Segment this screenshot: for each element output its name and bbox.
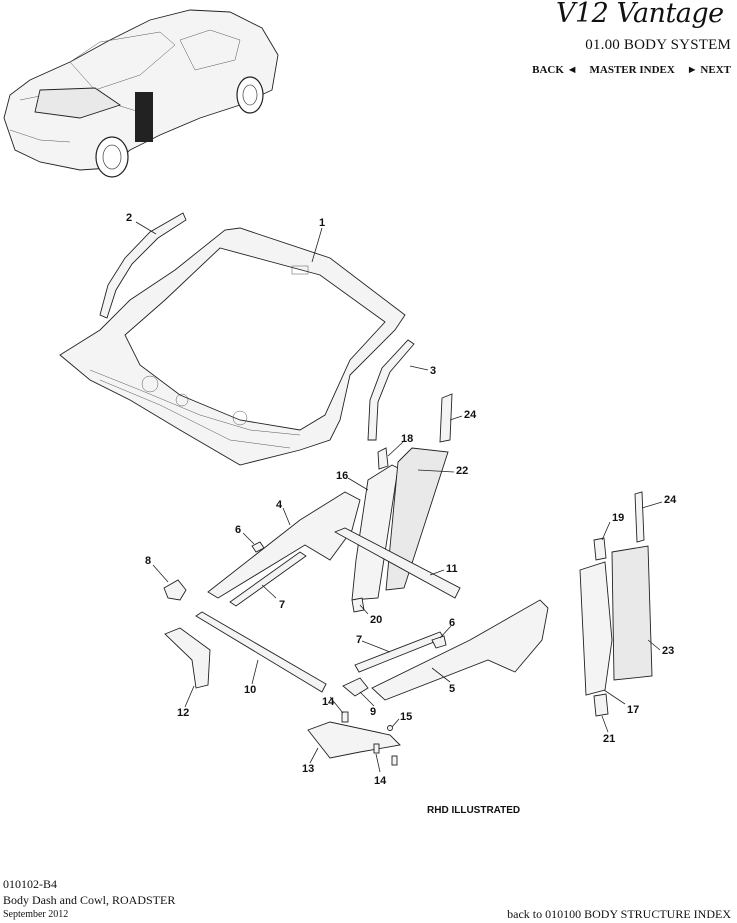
callout-24-top: 24 <box>464 409 477 421</box>
document-date: September 2012 <box>3 909 69 920</box>
document-code: 010102-B4 <box>3 877 57 891</box>
callout-13: 13 <box>302 763 314 775</box>
part-16-pillar-panel[interactable] <box>351 464 399 601</box>
callout-15: 15 <box>400 711 412 723</box>
callout-5: 5 <box>449 683 455 695</box>
part-10-cross-member[interactable] <box>195 611 327 693</box>
part-17-pillar-panel[interactable] <box>579 561 613 696</box>
part-24-tab[interactable] <box>439 393 453 443</box>
callout-2: 2 <box>126 212 132 224</box>
part-14-fastener[interactable] <box>341 711 349 723</box>
callout-9: 9 <box>370 706 376 718</box>
navigation-bar: BACK ◄ MASTER INDEX ► NEXT <box>532 64 731 76</box>
callout-labels: 1 2 3 24 18 16 22 4 6 8 7 11 20 12 10 14… <box>126 212 677 787</box>
part-24-tab-right[interactable] <box>634 491 645 543</box>
next-link[interactable]: ► NEXT <box>686 64 731 76</box>
part-1-cowl-frame[interactable] <box>59 227 406 466</box>
callout-21: 21 <box>603 733 615 745</box>
brand-logo: V12 Vantage <box>556 0 724 29</box>
callout-18: 18 <box>401 433 413 445</box>
callout-14-upper: 14 <box>322 696 335 708</box>
callout-8: 8 <box>145 555 151 567</box>
document-title: Body Dash and Cowl, ROADSTER <box>3 893 176 907</box>
master-index-link[interactable]: MASTER INDEX <box>589 64 675 76</box>
part-14-fastener-lower[interactable] <box>373 743 380 754</box>
part-13-bracket[interactable] <box>307 721 401 759</box>
callout-6-lower: 6 <box>449 617 455 629</box>
part-7-strip[interactable] <box>229 551 307 607</box>
callout-7-lower: 7 <box>356 634 362 646</box>
part-3-pillar-trim[interactable] <box>367 339 415 441</box>
car-thumbnail <box>3 9 279 178</box>
dash-highlight <box>135 92 153 142</box>
part-5-long-bracket[interactable] <box>371 599 549 701</box>
leader-lines <box>135 221 663 773</box>
callout-4: 4 <box>276 499 283 511</box>
part-4-long-bracket[interactable] <box>207 491 361 599</box>
part-8-bracket[interactable] <box>163 579 187 601</box>
callout-23: 23 <box>662 645 674 657</box>
callout-6-upper: 6 <box>235 524 241 536</box>
part-11-rail[interactable] <box>333 527 461 599</box>
part-12-bracket[interactable] <box>164 627 211 689</box>
part-21-bracket[interactable] <box>593 693 609 717</box>
part-2-pillar-trim[interactable] <box>99 212 187 319</box>
callout-17: 17 <box>627 704 639 716</box>
callout-1: 1 <box>319 217 325 229</box>
back-to-index-link[interactable]: back to 010100 BODY STRUCTURE INDEX <box>507 907 731 921</box>
part-14-fastener-lower-2[interactable] <box>391 755 398 766</box>
part-23-pillar-cover[interactable] <box>611 545 653 681</box>
callout-19: 19 <box>612 512 624 524</box>
part-6-clip-lower[interactable] <box>431 635 447 649</box>
callout-10: 10 <box>244 684 256 696</box>
callout-12: 12 <box>177 707 189 719</box>
part-6-clip[interactable] <box>251 541 265 553</box>
part-9-bracket[interactable] <box>342 677 369 697</box>
section-title: 01.00 BODY SYSTEM <box>585 37 731 53</box>
callout-3: 3 <box>430 365 436 377</box>
part-19-bracket[interactable] <box>593 537 607 561</box>
callout-22: 22 <box>456 465 468 477</box>
part-20-tab[interactable] <box>351 597 365 613</box>
callout-16: 16 <box>336 470 348 482</box>
part-15-fastener[interactable] <box>387 725 393 731</box>
callout-20: 20 <box>370 614 382 626</box>
callout-7-upper: 7 <box>279 599 285 611</box>
callout-14-lower: 14 <box>374 775 387 787</box>
rhd-note: RHD ILLUSTRATED <box>427 805 521 816</box>
part-18-bracket[interactable] <box>377 447 389 470</box>
back-link[interactable]: BACK ◄ <box>532 64 578 76</box>
callout-24-right: 24 <box>664 494 677 506</box>
callout-11: 11 <box>446 563 458 575</box>
part-22-pillar-cover[interactable] <box>385 447 449 591</box>
